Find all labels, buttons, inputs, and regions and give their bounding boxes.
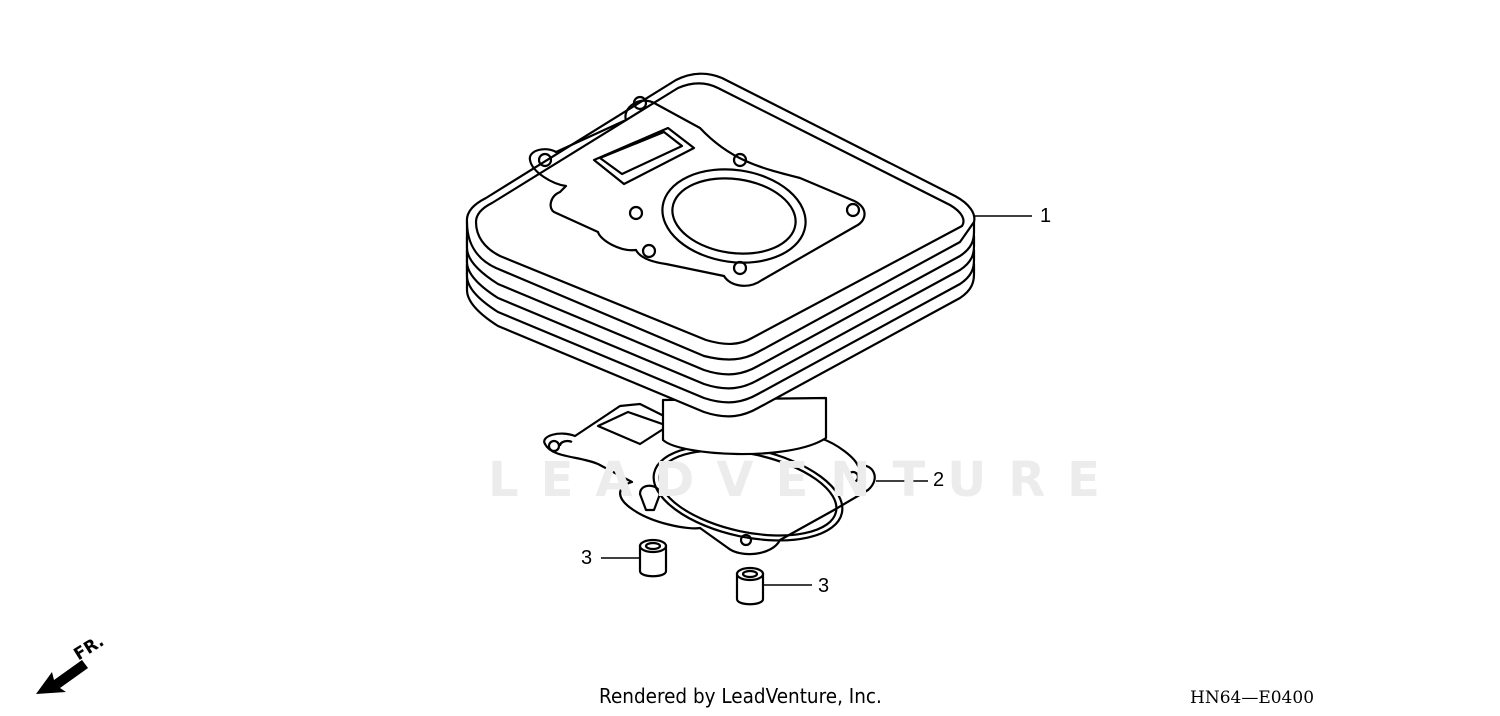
- front-direction-arrow-icon: [36, 660, 88, 694]
- dowel-pin-left[interactable]: [638, 538, 668, 578]
- diagram-code: HN64—E0400: [1190, 688, 1315, 708]
- callout-2[interactable]: 2: [933, 469, 945, 491]
- callout-3-right[interactable]: 3: [818, 575, 830, 597]
- callout-3-left[interactable]: 3: [581, 547, 593, 569]
- footer-credit: Rendered by LeadVenture, Inc.: [599, 684, 882, 708]
- callout-1[interactable]: 1: [1040, 205, 1052, 227]
- dowel-pin-right[interactable]: [735, 566, 765, 606]
- watermark-text: LEADVENTURE: [488, 452, 1122, 508]
- cylinder[interactable]: [465, 72, 976, 456]
- cylinder-head-face: [528, 95, 866, 287]
- leader-lines: [601, 215, 1032, 586]
